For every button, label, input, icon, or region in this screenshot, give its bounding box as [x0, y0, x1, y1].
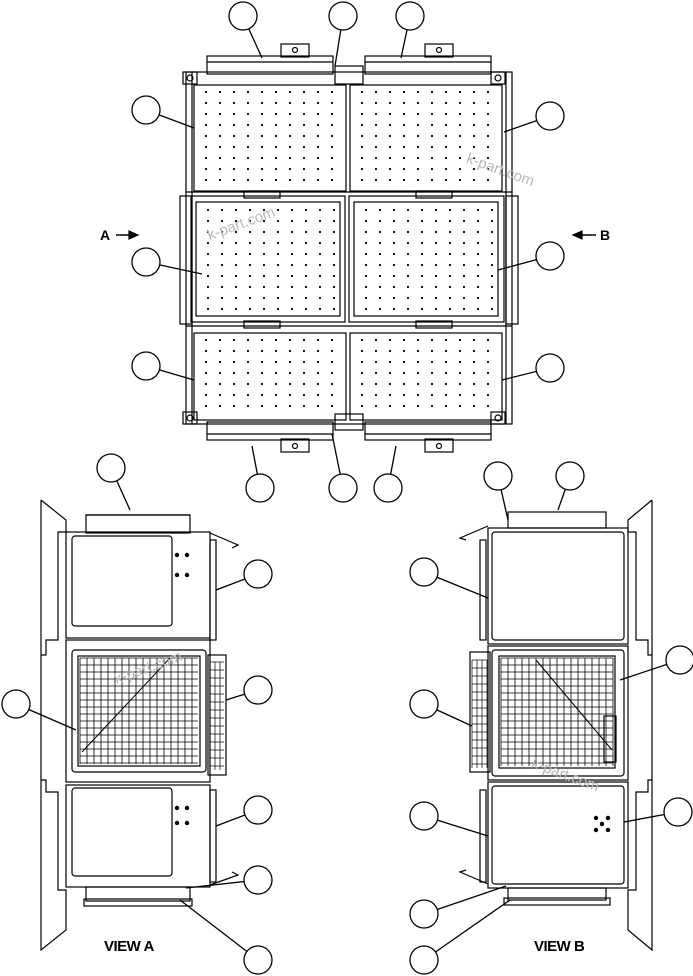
panel-mid-right — [348, 195, 505, 323]
view-b-drawing — [458, 499, 653, 952]
panel-top-left — [193, 84, 347, 192]
arrow-b-label: B — [600, 227, 611, 243]
callout-balloon — [131, 95, 161, 125]
callout-balloon — [535, 101, 565, 131]
callout-balloon — [409, 801, 439, 831]
bottom-right-bracket — [364, 421, 492, 441]
callout-balloon — [665, 645, 693, 675]
callout-balloon — [131, 351, 161, 381]
callout-balloon — [409, 557, 439, 587]
callout-balloon — [243, 795, 273, 825]
callout-balloon — [483, 461, 513, 491]
top-plan-view — [116, 43, 596, 453]
callout-balloon — [535, 241, 565, 271]
view-a-drawing — [40, 499, 240, 952]
plan-outer-frame — [185, 71, 513, 425]
top-left-bracket — [206, 55, 334, 75]
callout-balloon — [243, 559, 273, 589]
callout-balloon — [555, 461, 585, 491]
callout-balloon — [409, 945, 439, 975]
callout-balloon — [245, 473, 275, 503]
callout-balloon — [1, 689, 31, 719]
callout-balloon — [663, 797, 693, 827]
callout-balloon — [228, 1, 258, 31]
view-b-label: VIEW B — [534, 938, 585, 955]
callout-balloon — [243, 945, 273, 975]
panel-bottom-left — [193, 332, 347, 421]
top-right-bracket — [364, 55, 492, 75]
panel-bottom-right — [349, 332, 503, 421]
callout-balloon — [328, 473, 358, 503]
view-a-label: VIEW A — [104, 938, 154, 955]
callout-balloon — [131, 247, 161, 277]
callout-balloon — [535, 353, 565, 383]
callout-balloon — [243, 675, 273, 705]
callout-balloon — [409, 899, 439, 929]
bottom-left-bracket — [206, 421, 334, 441]
callout-balloon — [409, 689, 439, 719]
callout-balloon — [395, 1, 425, 31]
panel-mid-left — [190, 195, 346, 323]
callout-balloon — [328, 1, 358, 31]
callout-balloon — [96, 453, 126, 483]
callout-balloon — [373, 473, 403, 503]
panel-top-right — [349, 84, 503, 192]
arrow-a-label: A — [100, 227, 111, 243]
callout-balloon — [243, 865, 273, 895]
